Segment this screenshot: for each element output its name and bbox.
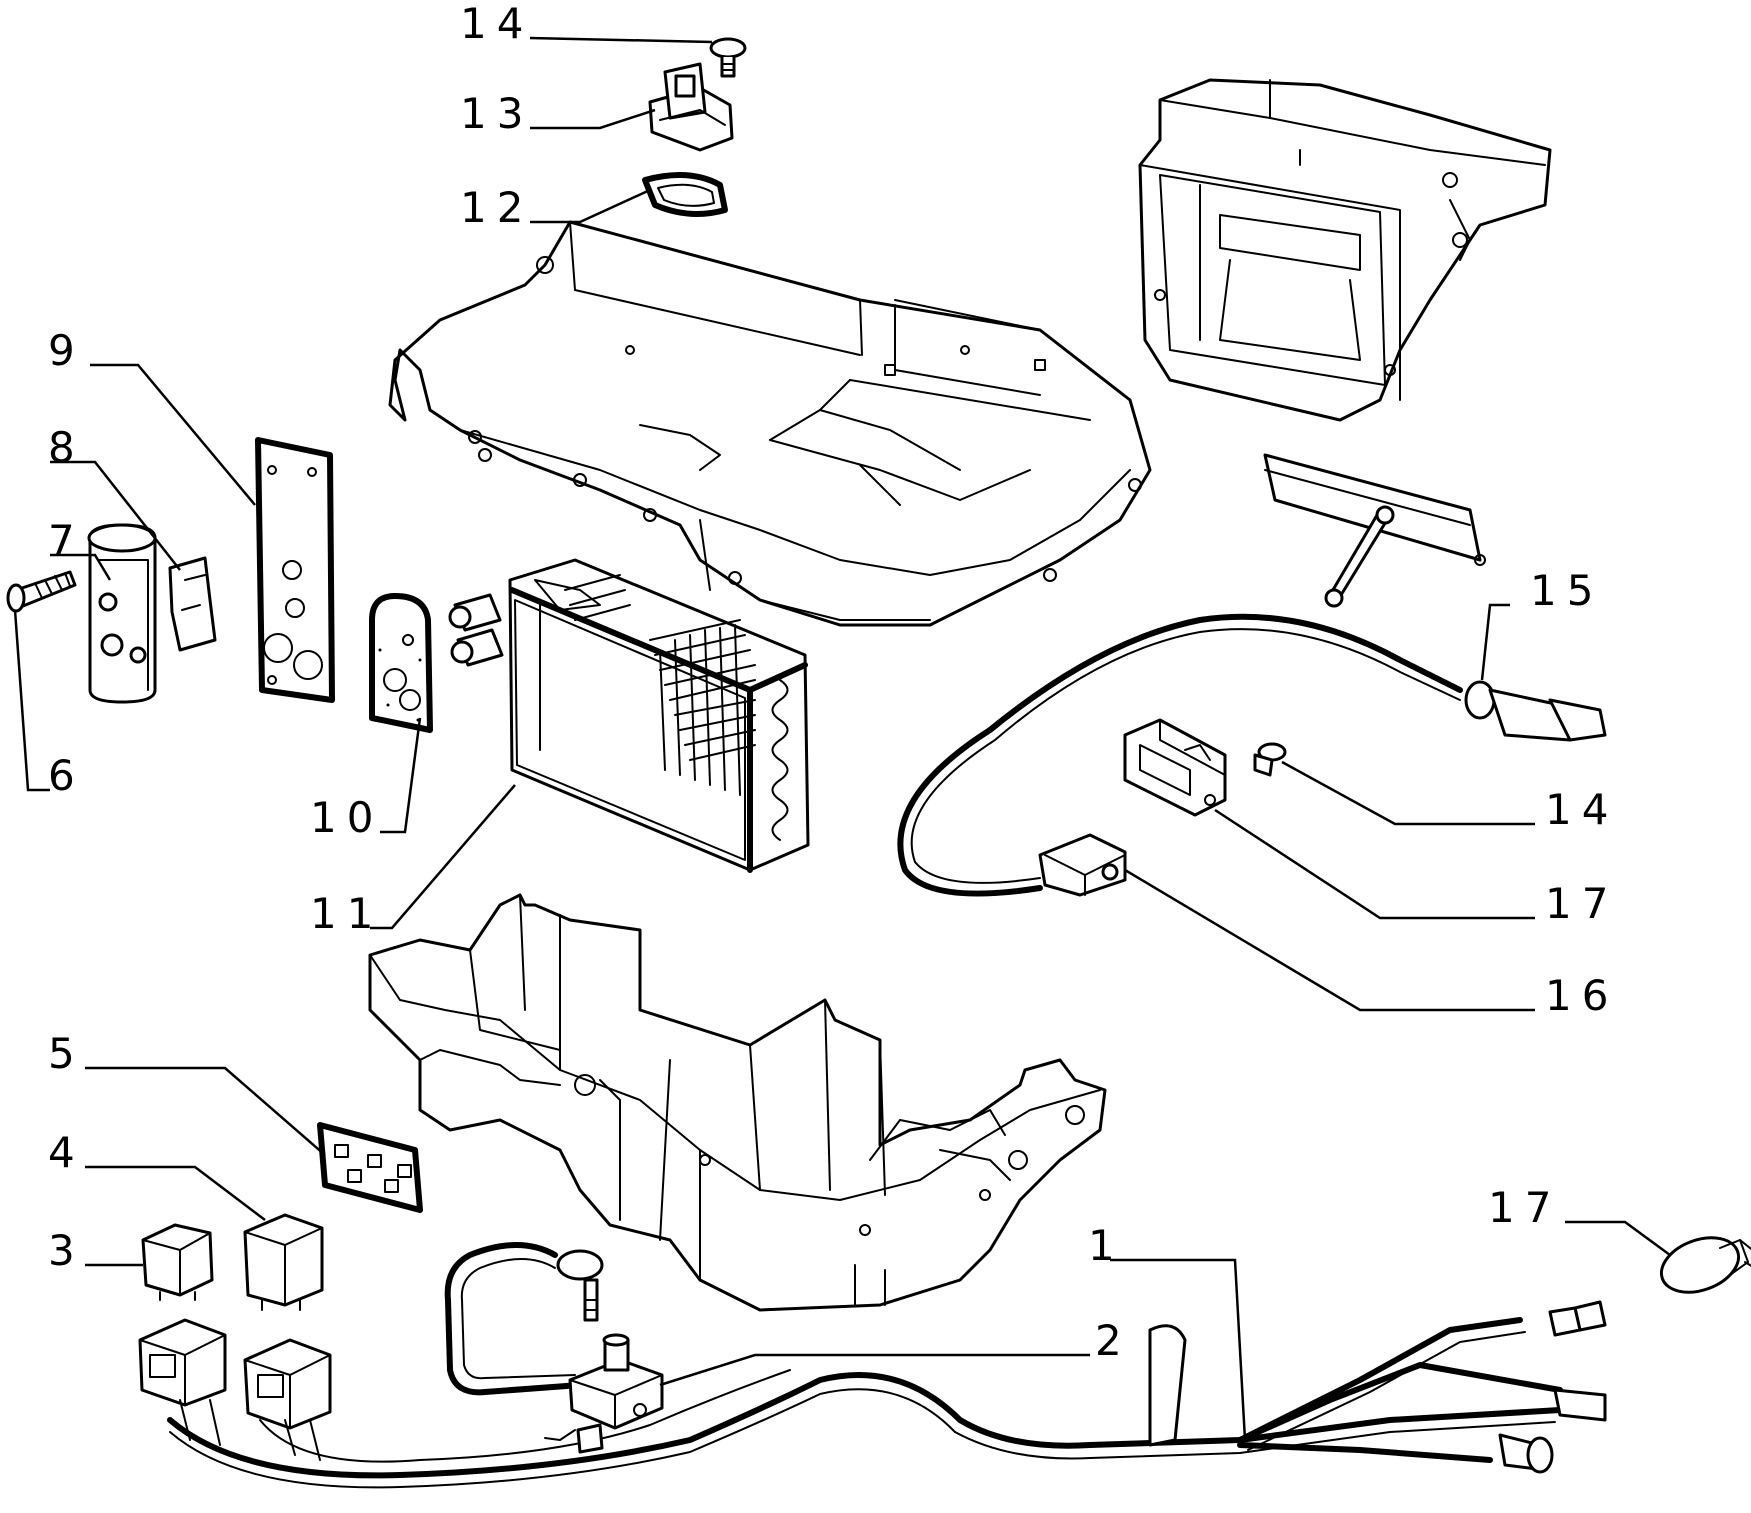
leader-4 <box>85 1165 266 1221</box>
leader-17-mid <box>1214 808 1535 920</box>
leader-9 <box>90 363 256 506</box>
callout-1: 1 <box>1088 1221 1125 1270</box>
callout-17-mid: 17 <box>1545 879 1618 928</box>
leader-16 <box>1124 868 1535 1012</box>
blower-duct <box>1138 78 1552 422</box>
leader-14-top <box>529 36 713 44</box>
part-17-module <box>1123 718 1227 817</box>
callout-4: 4 <box>48 1128 85 1177</box>
callout-11: 11 <box>310 889 383 938</box>
callout-16: 16 <box>1545 971 1618 1020</box>
part-7-expansion-valve <box>87 523 157 704</box>
leader-1 <box>1110 1258 1247 1441</box>
part-1-wiring-harness <box>138 1300 1607 1489</box>
air-flap-with-lever <box>1263 453 1486 608</box>
leader-8 <box>50 460 181 571</box>
leader-13 <box>530 108 656 130</box>
part-9-gasket-plate <box>255 437 335 703</box>
callout-3: 3 <box>48 1226 85 1275</box>
leader-14-right <box>1281 760 1535 826</box>
callout-labels: 14 13 12 9 8 7 6 10 11 15 14 17 16 5 4 3… <box>48 0 1618 1365</box>
part-14-screw-right <box>1253 742 1287 777</box>
part-2-pressure-switch <box>444 1242 664 1430</box>
part-12-gasket <box>642 172 728 217</box>
callout-5: 5 <box>48 1029 85 1078</box>
callout-2: 2 <box>1095 1316 1132 1365</box>
leader-2 <box>659 1353 1090 1387</box>
part-15-16-sensor-cable <box>897 613 1607 897</box>
leader-5 <box>85 1066 326 1156</box>
part-10-seal-block <box>369 593 433 733</box>
leader-12 <box>530 188 651 224</box>
callout-7: 7 <box>48 516 85 565</box>
callout-14-top: 14 <box>460 0 533 48</box>
part-11-evaporator <box>448 558 810 873</box>
callout-14-right: 14 <box>1545 785 1618 834</box>
callout-12: 12 <box>460 183 533 232</box>
leader-10 <box>380 717 422 834</box>
leader-7 <box>50 553 112 581</box>
callout-17-bottom: 17 <box>1488 1183 1561 1232</box>
leader-lines <box>13 36 1671 1441</box>
callout-6: 6 <box>48 751 85 800</box>
leader-11 <box>370 784 516 930</box>
leader-17-bottom <box>1565 1220 1671 1257</box>
part-6-bolt <box>6 570 77 613</box>
part-14-screw-top <box>709 37 747 78</box>
callout-15: 15 <box>1530 566 1603 615</box>
part-5-relay-socket <box>317 1122 423 1213</box>
upper-housing <box>388 220 1152 627</box>
part-17-bulb <box>1659 1236 1751 1294</box>
lower-housing <box>368 893 1107 1312</box>
callout-13: 13 <box>460 89 533 138</box>
leader-15 <box>1480 603 1510 681</box>
callout-8: 8 <box>48 423 85 472</box>
part-8-clip <box>168 556 217 652</box>
part-13-connector <box>648 62 734 152</box>
part-3-relay <box>141 1223 214 1301</box>
callout-9: 9 <box>48 326 85 375</box>
part-4-relay <box>243 1213 324 1311</box>
callout-10: 10 <box>310 793 383 842</box>
leader-6 <box>13 609 50 792</box>
